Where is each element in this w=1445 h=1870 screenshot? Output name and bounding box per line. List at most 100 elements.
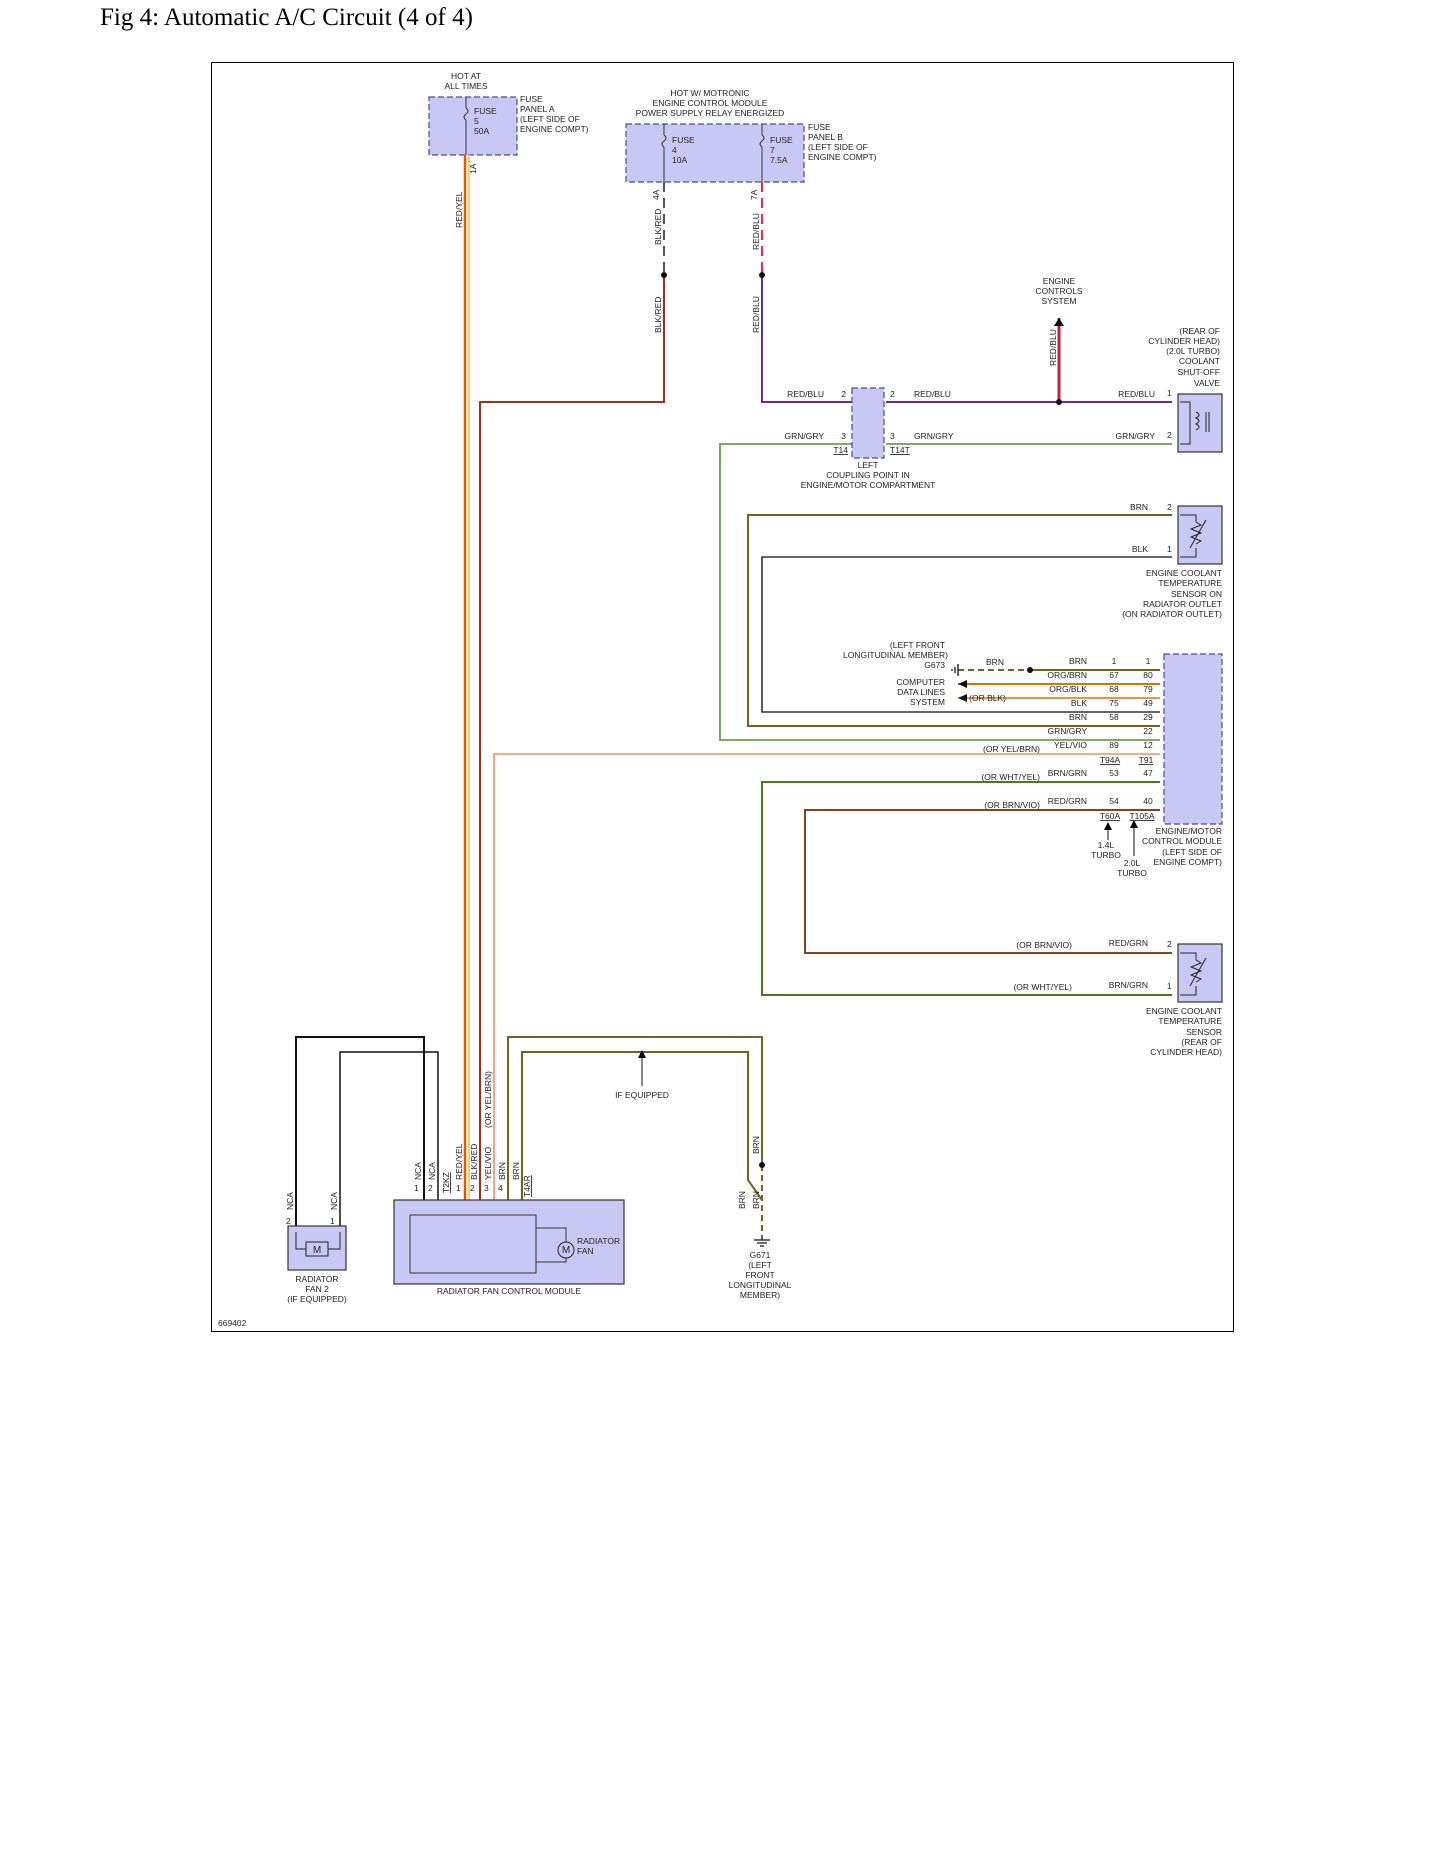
label-grn-gry-c: GRN/GRY <box>1115 431 1155 441</box>
wire-nca-fan2-b <box>339 1051 439 1228</box>
fuse-b-panel-2: PANEL B <box>808 132 843 142</box>
valve-label-1: (REAR OF <box>1179 326 1220 336</box>
coupling-id-left: T14 <box>833 445 848 455</box>
valve-label-2: CYLINDER HEAD) <box>1148 336 1220 346</box>
g671-label-5: MEMBER) <box>740 1290 780 1300</box>
ecm-row-pin-a: 89 <box>1109 740 1119 750</box>
valve-box <box>1177 393 1223 453</box>
label-or-blk: (OR BLK) <box>969 693 1006 703</box>
wire-yel-vio <box>493 753 1160 1202</box>
ecm-conn-t94a: T94A <box>1100 755 1121 765</box>
wires <box>295 155 1172 1236</box>
label-red-blu-c: RED/BLU <box>1118 389 1155 399</box>
ecm-row-wire: YEL/VIO <box>1054 740 1087 750</box>
fuse-a-box <box>428 96 518 156</box>
fuse-4-number: 4 <box>672 145 677 155</box>
label-fan-brn-a: BRN <box>497 1162 507 1180</box>
valve-label-5: SHUT-OFF <box>1178 367 1221 377</box>
ecm-row-pin-a: 1 <box>1112 656 1117 666</box>
ecm-conn-t105a: T105A <box>1129 811 1154 821</box>
fuse-a-panel-2: PANEL A <box>520 104 555 114</box>
turbo14-1: 1.4L <box>1098 840 1115 850</box>
sensor-head-pin-1: 1 <box>1167 981 1172 991</box>
wire-grn-gry-left <box>719 443 1160 741</box>
ecm-row-pin-b: 29 <box>1143 712 1153 722</box>
valve-label-3: (2.0L TURBO) <box>1166 346 1220 356</box>
fan2-label-1: RADIATOR <box>295 1274 338 1284</box>
sensor-outlet-pin-2: 2 <box>1167 502 1172 512</box>
fan-pin-b3: 3 <box>484 1183 489 1193</box>
turbo20-1: 2.0L <box>1124 858 1141 868</box>
ground-g671: G671 (LEFT FRONT LONGITUDINAL MEMBER) <box>729 1236 792 1300</box>
fuse-4-amps: 10A <box>672 155 687 165</box>
wire-labels: RED/YEL BLK/RED BLK/RED RED/BLU RED/BLU … <box>285 191 1155 1210</box>
fuse-b-box <box>625 123 805 183</box>
ecm-row-wire: BRN <box>1069 712 1087 722</box>
coolant-shutoff-valve: (REAR OF CYLINDER HEAD) (2.0L TURBO) COO… <box>1148 326 1223 453</box>
ecm-row-pin-b: 80 <box>1143 670 1153 680</box>
fan-label-2: FAN <box>577 1246 594 1256</box>
engine-controls-1: ENGINE <box>1043 276 1076 286</box>
fuse-b-pin-7a: 7A <box>749 189 759 200</box>
fuse-a-amps: 50A <box>474 126 489 136</box>
ecm-label-1: ENGINE/MOTOR <box>1156 826 1222 836</box>
ecm-row-wire: ORG/BRN <box>1047 670 1087 680</box>
fan-conn-t4ar: T4AR <box>522 1175 532 1197</box>
ecm-label-3: (LEFT SIDE OF <box>1162 847 1222 857</box>
fan2-motor-m: M <box>313 1245 321 1256</box>
g673-label-2: LONGITUDINAL MEMBER) <box>843 650 948 660</box>
ecm-label-4: ENGINE COMPT) <box>1154 857 1223 867</box>
coupling-label-3: ENGINE/MOTOR COMPARTMENT <box>801 480 936 490</box>
radiator-fan-2: M 2 1 RADIATOR FAN 2 (IF EQUIPPED) <box>286 1216 347 1304</box>
fuse-b-hot-2: ENGINE CONTROL MODULE <box>653 98 768 108</box>
label-blk-red-top: BLK/RED <box>653 209 663 245</box>
engine-controls: ENGINE CONTROLS SYSTEM <box>1035 276 1083 326</box>
turbo20-2: TURBO <box>1117 868 1147 878</box>
coupling-pin-3-right: 3 <box>890 431 895 441</box>
fan-pin-1: 1 <box>414 1183 419 1193</box>
engine-controls-3: SYSTEM <box>1042 296 1077 306</box>
label-fan-nca-1: NCA <box>413 1162 423 1180</box>
wire-brn-sensor <box>747 514 1172 727</box>
wire-brn-grn <box>761 781 1172 996</box>
coupling-pin-2-right: 2 <box>890 389 895 399</box>
diagram-frame <box>211 62 1234 1332</box>
ecm-row-pin-b: 40 <box>1143 796 1153 806</box>
fuse-a-number: 5 <box>474 116 479 126</box>
g673-label-3: G673 <box>924 660 945 670</box>
fuse-panel-a: HOT AT ALL TIMES FUSE 5 50A FUSE PANEL A… <box>428 71 589 174</box>
fuse-panel-b: HOT W/ MOTRONIC ENGINE CONTROL MODULE PO… <box>625 88 877 200</box>
sensor-outlet-pin-1: 1 <box>1167 544 1172 554</box>
fan-pin-b1: 1 <box>456 1183 461 1193</box>
splice-g673 <box>1027 667 1033 673</box>
coupling-label-1: LEFT <box>858 460 879 470</box>
sensor-outlet-label-1: ENGINE COOLANT <box>1146 568 1222 578</box>
fuse-a-hot-1: HOT AT <box>451 71 481 81</box>
fuse-7-symbol <box>759 124 765 182</box>
wire-red-grn <box>804 809 1172 954</box>
label-grn-gry-b: GRN/GRY <box>914 431 954 441</box>
sensor-outlet-label-3: SENSOR ON <box>1171 589 1222 599</box>
sensor-outlet-label-4: RADIATOR OUTLET <box>1143 599 1222 609</box>
label-nca-fan2-a: NCA <box>285 1192 295 1210</box>
fuse-7-amps: 7.5A <box>770 155 788 165</box>
fuse-a-panel-3: (LEFT SIDE OF <box>520 114 580 124</box>
if-equipped-note: IF EQUIPPED <box>615 1050 669 1100</box>
page-title: Fig 4: Automatic A/C Circuit (4 of 4) <box>100 4 473 31</box>
ecm-row-wire: RED/GRN <box>1048 796 1087 806</box>
sensor-head-label-2: TEMPERATURE <box>1158 1016 1222 1026</box>
label-nca-fan2-b: NCA <box>329 1192 339 1210</box>
turbo14-2: TURBO <box>1091 850 1121 860</box>
fan-pin-b4: 4 <box>498 1183 503 1193</box>
engine-controls-2: CONTROLS <box>1035 286 1083 296</box>
label-or-yel-brn-fan: (OR YEL/BRN) <box>483 1071 493 1128</box>
label-brn-ground-b: BRN <box>737 1191 747 1209</box>
sensor-head-label-3: SENSOR <box>1186 1027 1222 1037</box>
fan2-label-2: FAN 2 <box>305 1284 329 1294</box>
valve-label-4: COOLANT <box>1179 356 1220 366</box>
figure-id: 669402 <box>218 1318 247 1328</box>
splice-engine-controls <box>1056 399 1062 405</box>
ecm-row-pin-a: 67 <box>1109 670 1119 680</box>
sensor-outlet-label-2: TEMPERATURE <box>1158 578 1222 588</box>
